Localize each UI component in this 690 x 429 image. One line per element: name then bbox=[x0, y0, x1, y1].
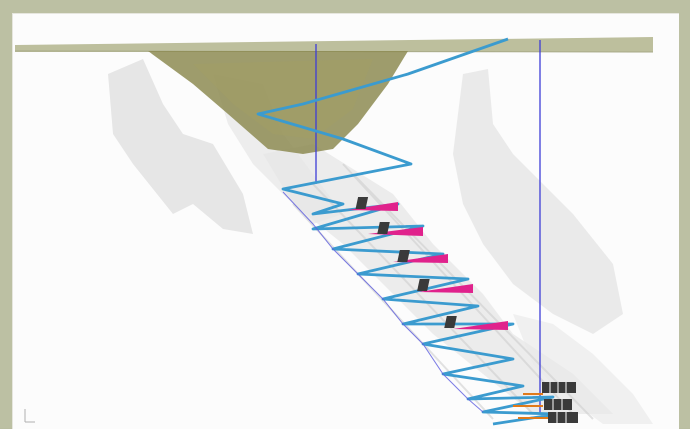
equipment-cluster-3 bbox=[548, 412, 578, 423]
ramp-spine bbox=[282, 191, 484, 413]
stope-4 bbox=[418, 284, 473, 293]
bottom-drives bbox=[513, 393, 548, 419]
axis-gizmo bbox=[24, 409, 35, 423]
equipment-5 bbox=[444, 316, 457, 328]
ground-surface bbox=[15, 37, 653, 52]
equipment-1 bbox=[355, 197, 369, 209]
equipment-2 bbox=[377, 222, 390, 234]
equipment-3 bbox=[397, 250, 410, 262]
orebody-group bbox=[108, 59, 653, 424]
orebody-right-lower bbox=[513, 314, 653, 424]
orebody-right bbox=[453, 69, 623, 334]
orebody-left bbox=[108, 59, 253, 234]
equipment-cluster-1 bbox=[542, 382, 576, 393]
equipment-4 bbox=[417, 279, 430, 291]
open-pit-shading bbox=[193, 59, 373, 139]
mine-model-scene bbox=[14, 37, 654, 426]
equipment-cluster-2 bbox=[544, 399, 572, 410]
stope-equipment bbox=[355, 197, 457, 328]
bottom-equipment bbox=[542, 382, 578, 423]
stope-5 bbox=[453, 321, 508, 330]
3d-viewport[interactable] bbox=[12, 13, 679, 429]
